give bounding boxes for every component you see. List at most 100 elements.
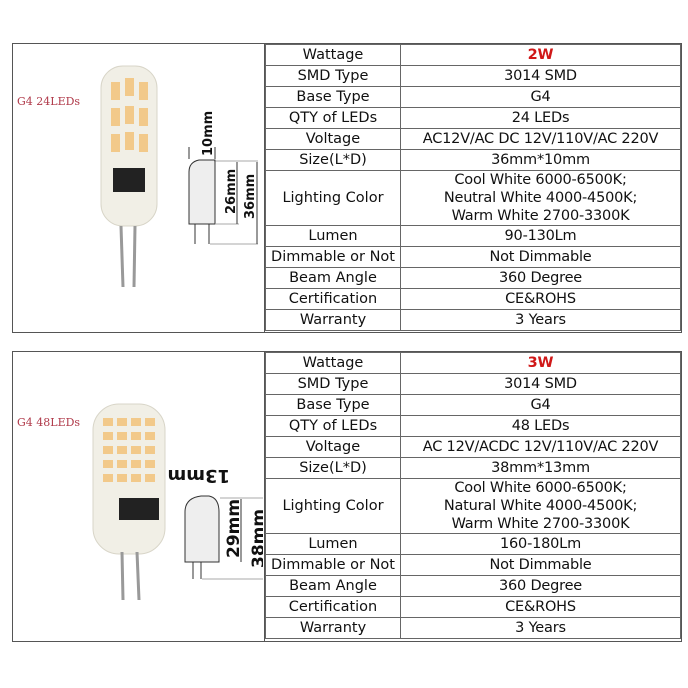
spec-value-line: Warm White 2700-3300K: [451, 516, 630, 532]
spec-value: CE&ROHS: [400, 596, 681, 618]
spec-key: SMD Type: [265, 373, 401, 395]
spec-key: Certification: [265, 596, 401, 618]
driver-chip: [113, 168, 145, 192]
spec-key: Size(L*D): [265, 149, 401, 171]
spec-value: AC 12V/ACDC 12V/110V/AC 220V: [400, 436, 681, 458]
spec-key: Dimmable or Not: [265, 554, 401, 576]
spec-key: Base Type: [265, 394, 401, 416]
spec-key: Size(L*D): [265, 457, 401, 479]
spec-value: 160-180Lm: [400, 533, 681, 555]
spec-value-multiline: Cool White 6000-6500K; Neutral White 4000…: [400, 170, 681, 226]
spec-key: Beam Angle: [265, 575, 401, 597]
pin-left: [120, 551, 125, 601]
led-chips: [103, 418, 155, 482]
spec-key: Wattage: [265, 352, 401, 374]
spec-value: 3 Years: [400, 617, 681, 639]
spec-value-line: Natural White 4000-4500K;: [443, 498, 638, 514]
spec-key: Wattage: [265, 44, 401, 66]
product-panel-48leds: G4 48LEDs 13mm 29mm 38mm Wattag: [12, 351, 682, 642]
spec-value: 3014 SMD: [400, 373, 681, 395]
dimension-body-length: 26mm: [224, 169, 239, 214]
spec-key: QTY of LEDs: [265, 107, 401, 129]
bulb-illustration: 13mm 29mm 38mm: [92, 403, 263, 601]
spec-value: CE&ROHS: [400, 288, 681, 310]
spec-value: 360 Degree: [400, 267, 681, 289]
product-image-area: G4 48LEDs 13mm 29mm 38mm: [13, 352, 265, 641]
spec-key: Voltage: [265, 128, 401, 150]
spec-value: 36mm*10mm: [400, 149, 681, 171]
spec-value: 24 LEDs: [400, 107, 681, 129]
dimension-total-length: 36mm: [243, 174, 258, 219]
pin-left: [119, 225, 125, 288]
spec-value: G4: [400, 86, 681, 108]
dimension-outline: [188, 159, 216, 225]
spec-value: Not Dimmable: [400, 246, 681, 268]
spec-value: G4: [400, 394, 681, 416]
pin-right: [135, 551, 141, 601]
spec-value-line: Cool White 6000-6500K;: [454, 480, 627, 496]
spec-key: QTY of LEDs: [265, 415, 401, 437]
spec-key: Beam Angle: [265, 267, 401, 289]
spec-value-line: Warm White 2700-3300K: [451, 208, 630, 224]
spec-value: 3 Years: [400, 309, 681, 331]
spec-key: SMD Type: [265, 65, 401, 87]
product-panel-24leds: G4 24LEDs 10mm 26mm 36mm Wat: [12, 43, 682, 333]
spec-key: Lighting Color: [265, 478, 401, 534]
spec-value: 48 LEDs: [400, 415, 681, 437]
spec-value-line: Cool White 6000-6500K;: [454, 172, 627, 188]
dimension-diameter: 13mm: [167, 465, 230, 486]
spec-row: Size(L*D)36mm*10mm: [265, 149, 681, 171]
product-image-area: G4 24LEDs 10mm 26mm 36mm: [13, 44, 265, 332]
spec-value: 360 Degree: [400, 575, 681, 597]
spec-value: 90-130Lm: [400, 225, 681, 247]
driver-chip: [119, 498, 159, 520]
spec-key: Warranty: [265, 617, 401, 639]
bulb-illustration: 10mm 26mm 36mm: [100, 65, 258, 288]
spec-key: Lighting Color: [265, 170, 401, 226]
spec-key: Lumen: [265, 225, 401, 247]
led-chips: [111, 78, 148, 152]
dimension-body-length: 29mm: [224, 499, 244, 558]
spec-key: Base Type: [265, 86, 401, 108]
spec-row: Size(L*D)38mm*13mm: [265, 457, 681, 479]
dimension-outline: [184, 495, 220, 563]
spec-key: Lumen: [265, 533, 401, 555]
product-label: G4 48LEDs: [17, 416, 81, 429]
dimension-total-length: 38mm: [249, 509, 263, 568]
pin-right: [132, 225, 137, 288]
product-label: G4 24LEDs: [17, 95, 81, 108]
spec-key: Voltage: [265, 436, 401, 458]
spec-value-multiline: Cool White 6000-6500K; Natural White 4000…: [400, 478, 681, 534]
spec-row: Lighting Color Cool White 6000-6500K; Neut…: [265, 170, 681, 226]
spec-value: Not Dimmable: [400, 554, 681, 576]
wattage-value: 2W: [400, 44, 681, 66]
wattage-value: 3W: [400, 352, 681, 374]
spec-key: Warranty: [265, 309, 401, 331]
dimension-diameter: 10mm: [201, 111, 216, 156]
spec-row: Lighting Color Cool White 6000-6500K; Natu…: [265, 478, 681, 534]
spec-key: Certification: [265, 288, 401, 310]
spec-key: Dimmable or Not: [265, 246, 401, 268]
spec-value: 38mm*13mm: [400, 457, 681, 479]
spec-value-line: Neutral White 4000-4500K;: [443, 190, 638, 206]
